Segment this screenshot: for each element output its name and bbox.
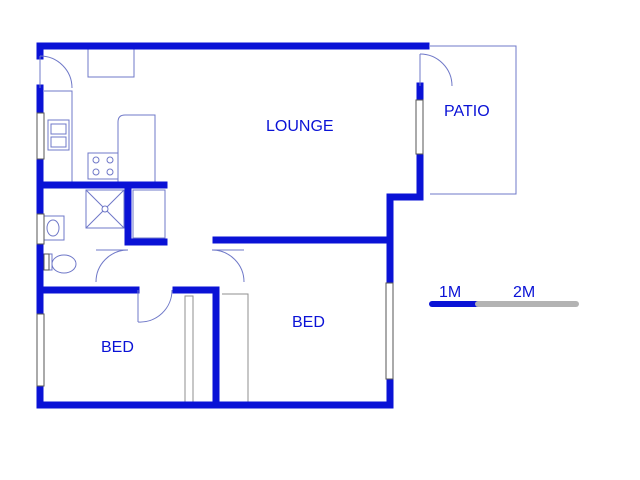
room-label-lounge: LOUNGE bbox=[266, 118, 334, 135]
window-bath bbox=[36, 213, 45, 245]
kitchen-counter bbox=[44, 90, 73, 182]
door-patio bbox=[419, 53, 453, 87]
stove-icon bbox=[87, 152, 119, 180]
window-bath-small bbox=[43, 253, 50, 271]
door-entrance bbox=[39, 55, 73, 89]
window-lounge bbox=[415, 99, 424, 155]
window-bed-right bbox=[385, 282, 394, 380]
patio-outline bbox=[430, 45, 517, 195]
room-label-bed-left: BED bbox=[101, 339, 134, 356]
window-kitchen bbox=[36, 112, 45, 160]
door-bed-left bbox=[137, 289, 173, 323]
closet-left bbox=[184, 295, 194, 405]
window-bed-left bbox=[36, 313, 45, 387]
scale-label-2m: 2M bbox=[513, 284, 536, 301]
scale-label-1m: 1M bbox=[439, 284, 462, 301]
kitchen-island bbox=[117, 114, 156, 182]
room-label-patio: PATIO bbox=[444, 103, 490, 120]
door-bed-right bbox=[211, 249, 245, 283]
fridge-space bbox=[87, 47, 135, 78]
room-label-bed-right: BED bbox=[292, 314, 325, 331]
closet-right bbox=[222, 293, 249, 404]
door-bathroom bbox=[95, 249, 129, 283]
